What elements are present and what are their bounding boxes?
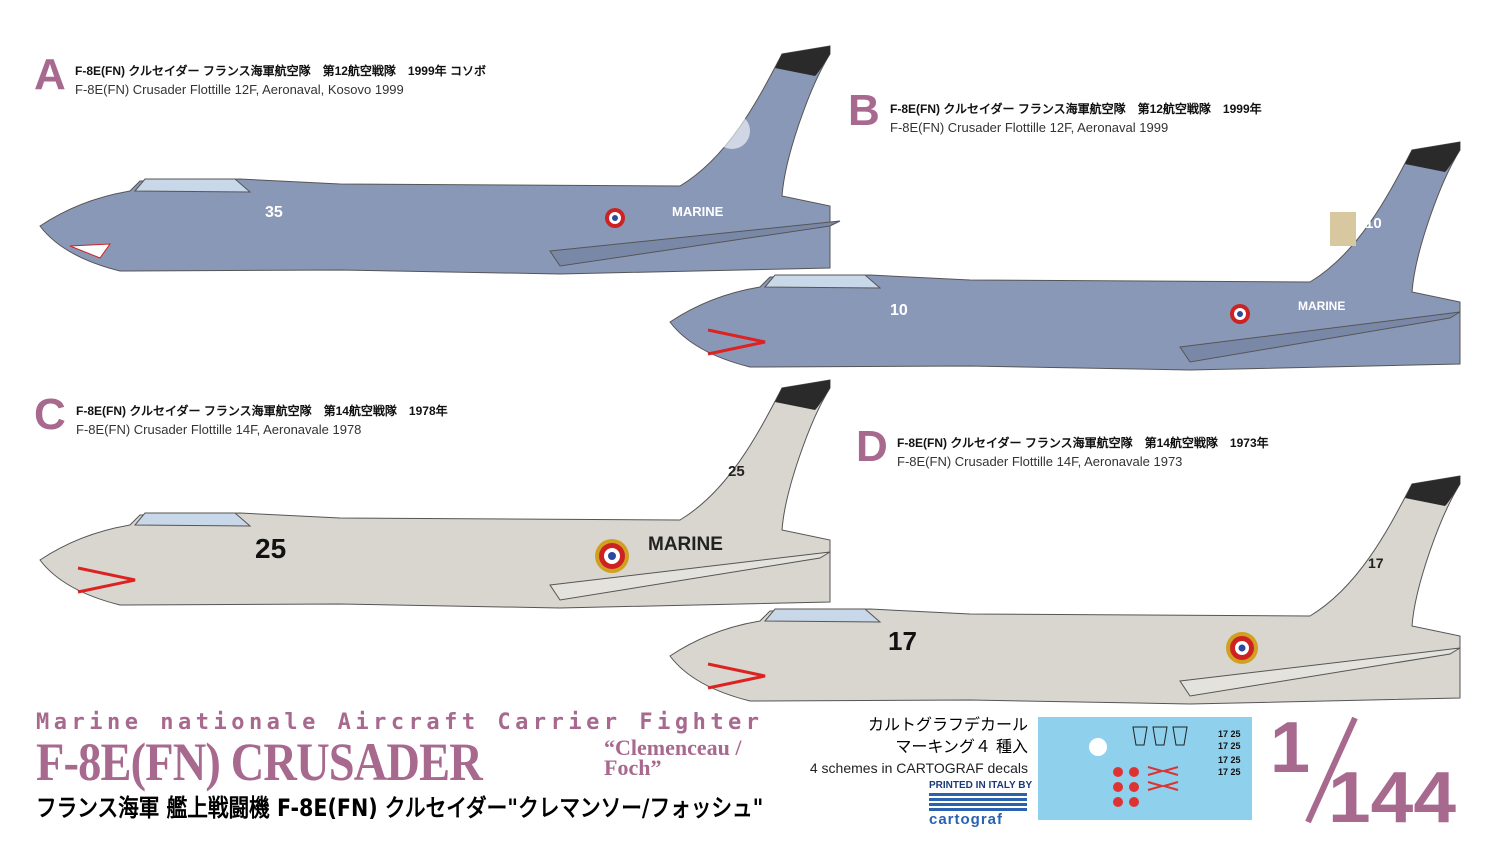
decal-en: 4 schemes in CARTOGRAF decals (809, 760, 1028, 776)
decal-info: カルトグラフデカール マーキング４ 種入 4 schemes in CARTOG… (810, 714, 1028, 776)
aircraft-a: 35 MARINE (39, 45, 841, 275)
side-number: 17 (888, 626, 917, 656)
aircraft-d: 17 17 (669, 475, 1461, 705)
caption-en: F-8E(FN) Crusader Flottille 12F, Aeronav… (890, 120, 1169, 135)
sharkmouth (69, 243, 112, 259)
fin-number: 17 (1368, 555, 1384, 571)
cartograf-logo: PRINTED IN ITALY BY cartograf (929, 780, 1033, 828)
scale-numerator: 1 (1270, 710, 1310, 788)
scale-1-144: 1 144 (1270, 710, 1456, 830)
scheme-letter-a: A (34, 50, 66, 99)
side-number: 25 (255, 533, 286, 564)
caption-jp: F-8E(FN) クルセイダー フランス海軍航空隊 第14航空戦隊 1973年 (897, 436, 1269, 450)
aircraft-b: 10 MARINE 10 (669, 141, 1461, 371)
decal-sheet-image: 17 25 17 25 17 25 17 25 (1038, 717, 1252, 820)
caption-jp: F-8E(FN) クルセイダー フランス海軍航空隊 第14航空戦隊 1978年 (76, 404, 448, 418)
scale-slash (1305, 716, 1358, 824)
decal-jp-2: マーキング４ 種入 (895, 737, 1028, 756)
decal-jp-1: カルトグラフデカール (867, 715, 1028, 734)
brand-name: cartograf (929, 811, 1004, 828)
marine-marking: MARINE (1298, 299, 1345, 313)
product-title: F-8E(FN) CRUSADER (36, 732, 483, 792)
aircraft-c: 25 MARINE 25 (39, 379, 831, 609)
printed-label: PRINTED IN ITALY BY (929, 780, 1033, 791)
scheme-caption-b: F-8E(FN) クルセイダー フランス海軍航空隊 第12航空戦隊 1999年 … (890, 100, 1262, 135)
fin-number: 10 (1365, 215, 1382, 232)
svg-text:17 25: 17 25 (1218, 741, 1241, 751)
side-number: 10 (890, 302, 908, 319)
scheme-letter-c: C (34, 390, 66, 439)
svg-text:17 25: 17 25 (1218, 755, 1241, 765)
intake-warning-chevron (707, 328, 766, 356)
scale-denominator: 144 (1328, 758, 1456, 830)
aircraft-profiles: 35 MARINE 10 MARINE 10 25 MARINE 25 (39, 45, 1461, 705)
product-title-ships: “Clemenceau / Foch” (604, 735, 742, 780)
svg-text:17 25: 17 25 (1218, 767, 1241, 777)
side-number: 35 (265, 204, 283, 221)
scheme-letter-d: D (856, 422, 888, 471)
scheme-caption-c: F-8E(FN) クルセイダー フランス海軍航空隊 第14航空戦隊 1978年 … (76, 402, 448, 437)
product-subtitle: Marine nationale Aircraft Carrier Fighte… (36, 710, 764, 735)
product-title-jp: フランス海軍 艦上戦闘機 F-8E(FN) クルセイダー"クレマンソー/フォッシ… (36, 794, 764, 822)
marine-marking: MARINE (672, 204, 724, 219)
scheme-caption-a: F-8E(FN) クルセイダー フランス海軍航空隊 第12航空戦隊 1999年 … (75, 62, 486, 97)
caption-en: F-8E(FN) Crusader Flottille 12F, Aeronav… (75, 82, 404, 97)
fin-number: 25 (728, 463, 745, 480)
caption-jp: F-8E(FN) クルセイダー フランス海軍航空隊 第12航空戦隊 1999年 … (75, 64, 486, 78)
squadron-emblem (714, 113, 750, 149)
scheme-letter-b: B (848, 86, 880, 135)
svg-text:17 25: 17 25 (1218, 729, 1241, 739)
caption-jp: F-8E(FN) クルセイダー フランス海軍航空隊 第12航空戦隊 1999年 (890, 102, 1262, 116)
caption-en: F-8E(FN) Crusader Flottille 14F, Aeronav… (76, 422, 362, 437)
scheme-caption-d: F-8E(FN) クルセイダー フランス海軍航空隊 第14航空戦隊 1973年 … (897, 434, 1269, 469)
canopy (133, 178, 252, 193)
marine-marking: MARINE (648, 534, 723, 555)
caption-en: F-8E(FN) Crusader Flottille 14F, Aeronav… (897, 454, 1183, 469)
squadron-badge (1330, 212, 1356, 246)
